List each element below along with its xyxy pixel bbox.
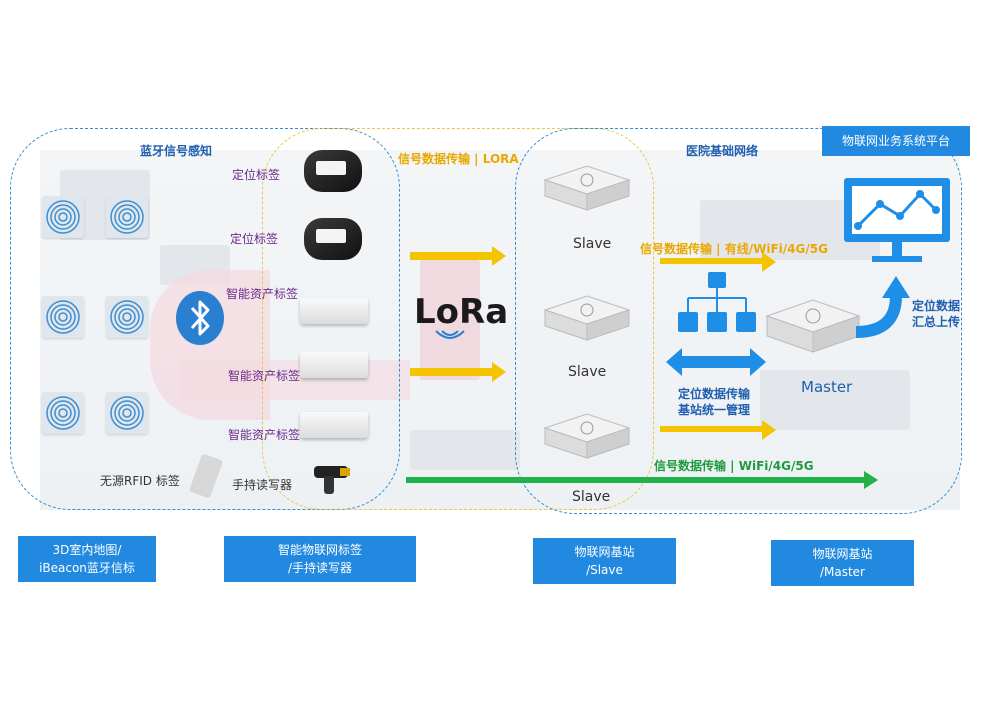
lora-logo: LoRa (414, 292, 509, 332)
locate-tag-label: 定位标签 (230, 232, 279, 246)
ibeacon-icon (106, 392, 148, 434)
locate-tag-label: 定位标签 (232, 168, 281, 182)
asset-tag-device (300, 412, 368, 438)
ibeacon-icon (42, 196, 84, 238)
region-title-hospital-network: 医院基础网络 (686, 144, 759, 158)
location-manage-label: 定位数据传输基站统一管理 (678, 387, 751, 417)
ibeacon-icon (42, 296, 84, 338)
upload-arrow (852, 270, 916, 342)
map-room (410, 430, 520, 470)
hospital-network-region (515, 128, 962, 514)
upload-label: 定位数据汇总上传 (912, 299, 961, 329)
rfid-label: 无源RFID 标签 (100, 474, 180, 488)
handheld-reader-device (310, 462, 356, 496)
locate-tag-device (304, 150, 362, 192)
map-corridor (180, 360, 410, 400)
platform-box: 物联网业务系统平台 (822, 126, 970, 156)
lora-arrow (410, 362, 506, 382)
slave-label: Slave (568, 364, 607, 380)
locate-tag-device (304, 218, 362, 260)
slave-device (543, 162, 631, 212)
slave-label: Slave (573, 236, 612, 252)
wired-arrow (660, 252, 776, 272)
ibeacon-icon (106, 296, 148, 338)
caption-tags: 智能物联网标签 /手持读写器 (224, 536, 416, 582)
master-device (765, 296, 861, 354)
map-room (760, 370, 910, 430)
lora-flow-label: 信号数据传输 | LORA (398, 152, 519, 166)
ibeacon-icon (106, 196, 148, 238)
caption-slave: 物联网基站 /Slave (533, 538, 676, 584)
wired-flow-label: 信号数据传输 | 有线/WiFi/4G/5G (640, 242, 828, 256)
slave-device (543, 292, 631, 342)
map-room (420, 260, 480, 380)
platform-monitor-icon (842, 176, 952, 266)
ibeacon-icon (42, 392, 84, 434)
wireless-arrow (406, 471, 878, 489)
bidirectional-arrow (666, 348, 766, 376)
caption-master: 物联网基站 /Master (771, 540, 914, 586)
network-hierarchy-icon (676, 270, 760, 338)
master-label: Master (801, 378, 853, 396)
asset-tag-label: 智能资产标签 (228, 369, 301, 383)
slave-label: Slave (572, 489, 611, 505)
lora-signal-icon (430, 328, 470, 342)
caption-ibeacon: 3D室内地图/ iBeacon蓝牙信标 (18, 536, 156, 582)
asset-tag-label: 智能资产标签 (226, 287, 299, 301)
wireless-flow-label: 信号数据传输 | WiFi/4G/5G (654, 459, 814, 473)
asset-tag-device (300, 352, 368, 378)
bluetooth-icon (175, 290, 225, 346)
asset-tag-device (300, 298, 368, 324)
slave-device (543, 410, 631, 460)
bluetooth-region (10, 128, 400, 510)
reader-label: 手持读写器 (232, 478, 293, 492)
wired-arrow (660, 420, 776, 440)
lora-region (262, 128, 654, 510)
asset-tag-label: 智能资产标签 (228, 428, 301, 442)
lora-arrow (410, 246, 506, 266)
region-title-bluetooth: 蓝牙信号感知 (140, 144, 213, 158)
